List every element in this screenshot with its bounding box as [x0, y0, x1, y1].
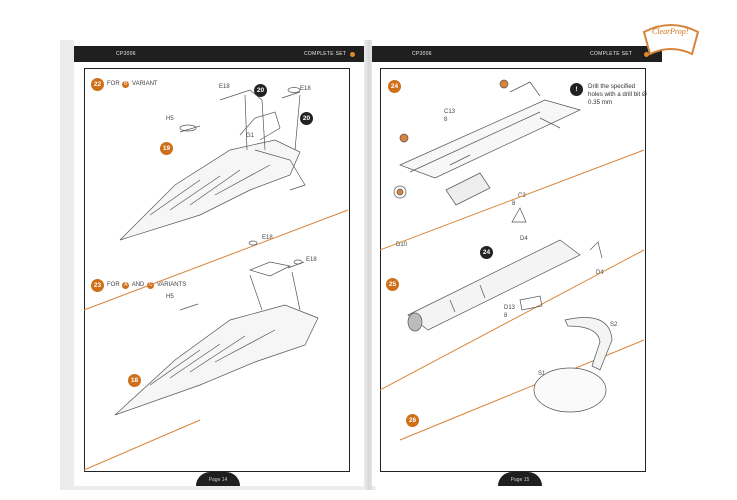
left-header-title: COMPLETE SET [304, 51, 347, 57]
callout-e18-a: E18 [219, 84, 230, 90]
step-22-badge: 22 [91, 78, 104, 91]
step-24-badge: 24 [388, 80, 401, 93]
callout-g1: G1 [246, 133, 255, 139]
callout-19: 19 [160, 142, 173, 155]
missile-drawing-step25 [407, 207, 603, 332]
step-22-suffix: VARIANT [132, 81, 158, 87]
part-d13: D13 [504, 305, 516, 311]
step-23-suffix: VARIANTS [156, 282, 187, 288]
logo-badge-icon [642, 24, 700, 56]
left-divider-line-2 [83, 419, 201, 471]
part-d13-qty: 8 [504, 313, 508, 319]
left-divider-line [83, 209, 349, 311]
part-d10: D10 [396, 242, 408, 248]
step-23-and: AND [131, 282, 145, 288]
right-header-bar: CP3006 COMPLETE SET [372, 46, 662, 62]
stand-drawing-step26 [533, 317, 613, 413]
right-divider-line-3 [399, 339, 645, 441]
right-divider-line-1 [379, 149, 645, 251]
step-26-badge: 26 [406, 414, 419, 427]
callout-e18-b: E18 [300, 86, 311, 92]
part-c13-qty: 8 [444, 117, 448, 123]
aircraft-drawing-top [119, 87, 306, 241]
missile-drawing-step24 [393, 79, 581, 206]
drill-note: Drill the specified holes with a drill b… [588, 83, 647, 106]
left-header-bar: CP3006 COMPLETE SET [74, 46, 364, 62]
aircraft-drawing-bottom [114, 240, 319, 416]
right-header-code: CP3006 [412, 51, 432, 57]
step-25-badge: 25 [386, 278, 399, 291]
right-page-number: Page 15 [498, 472, 542, 486]
right-steps-frame [380, 68, 646, 472]
part-s2: S2 [610, 322, 618, 328]
step-22-label: FOR B VARIANT [107, 81, 158, 88]
part-c3-qty: 8 [512, 201, 516, 207]
part-c13: C13 [444, 109, 456, 115]
step-22-prefix: FOR [107, 81, 120, 87]
warning-icon: ! [570, 83, 583, 96]
callout-e18-d: E18 [306, 257, 317, 263]
logo-text-line1: Clear [652, 27, 671, 36]
right-divider-line-2 [379, 249, 645, 391]
step-23-badge: 23 [91, 279, 104, 292]
right-header-dot [644, 51, 649, 57]
step-23-prefix: FOR [107, 282, 120, 288]
left-steps-frame [84, 68, 350, 472]
left-header-code: CP3006 [116, 51, 136, 57]
clearprop-logo: Clear Prop! [640, 14, 702, 58]
callout-20-b: 20 [300, 112, 313, 125]
callout-24-inner: 24 [480, 246, 493, 259]
right-header-title: COMPLETE SET [590, 51, 633, 57]
part-s1: S1 [538, 371, 546, 377]
logo-text-line2: Prop! [670, 27, 689, 36]
variant-a-badge: A [122, 282, 130, 289]
left-page-number: Page 14 [196, 472, 240, 486]
part-d4-a: D4 [520, 236, 528, 242]
callout-e18-c: E18 [262, 235, 273, 241]
callout-h5-a: H5 [166, 116, 174, 122]
left-header-dot [350, 51, 355, 57]
variant-b-badge: B [122, 81, 130, 88]
callout-18: 18 [128, 374, 141, 387]
callout-h5-b: H5 [166, 294, 174, 300]
callout-20-a: 20 [254, 84, 267, 97]
